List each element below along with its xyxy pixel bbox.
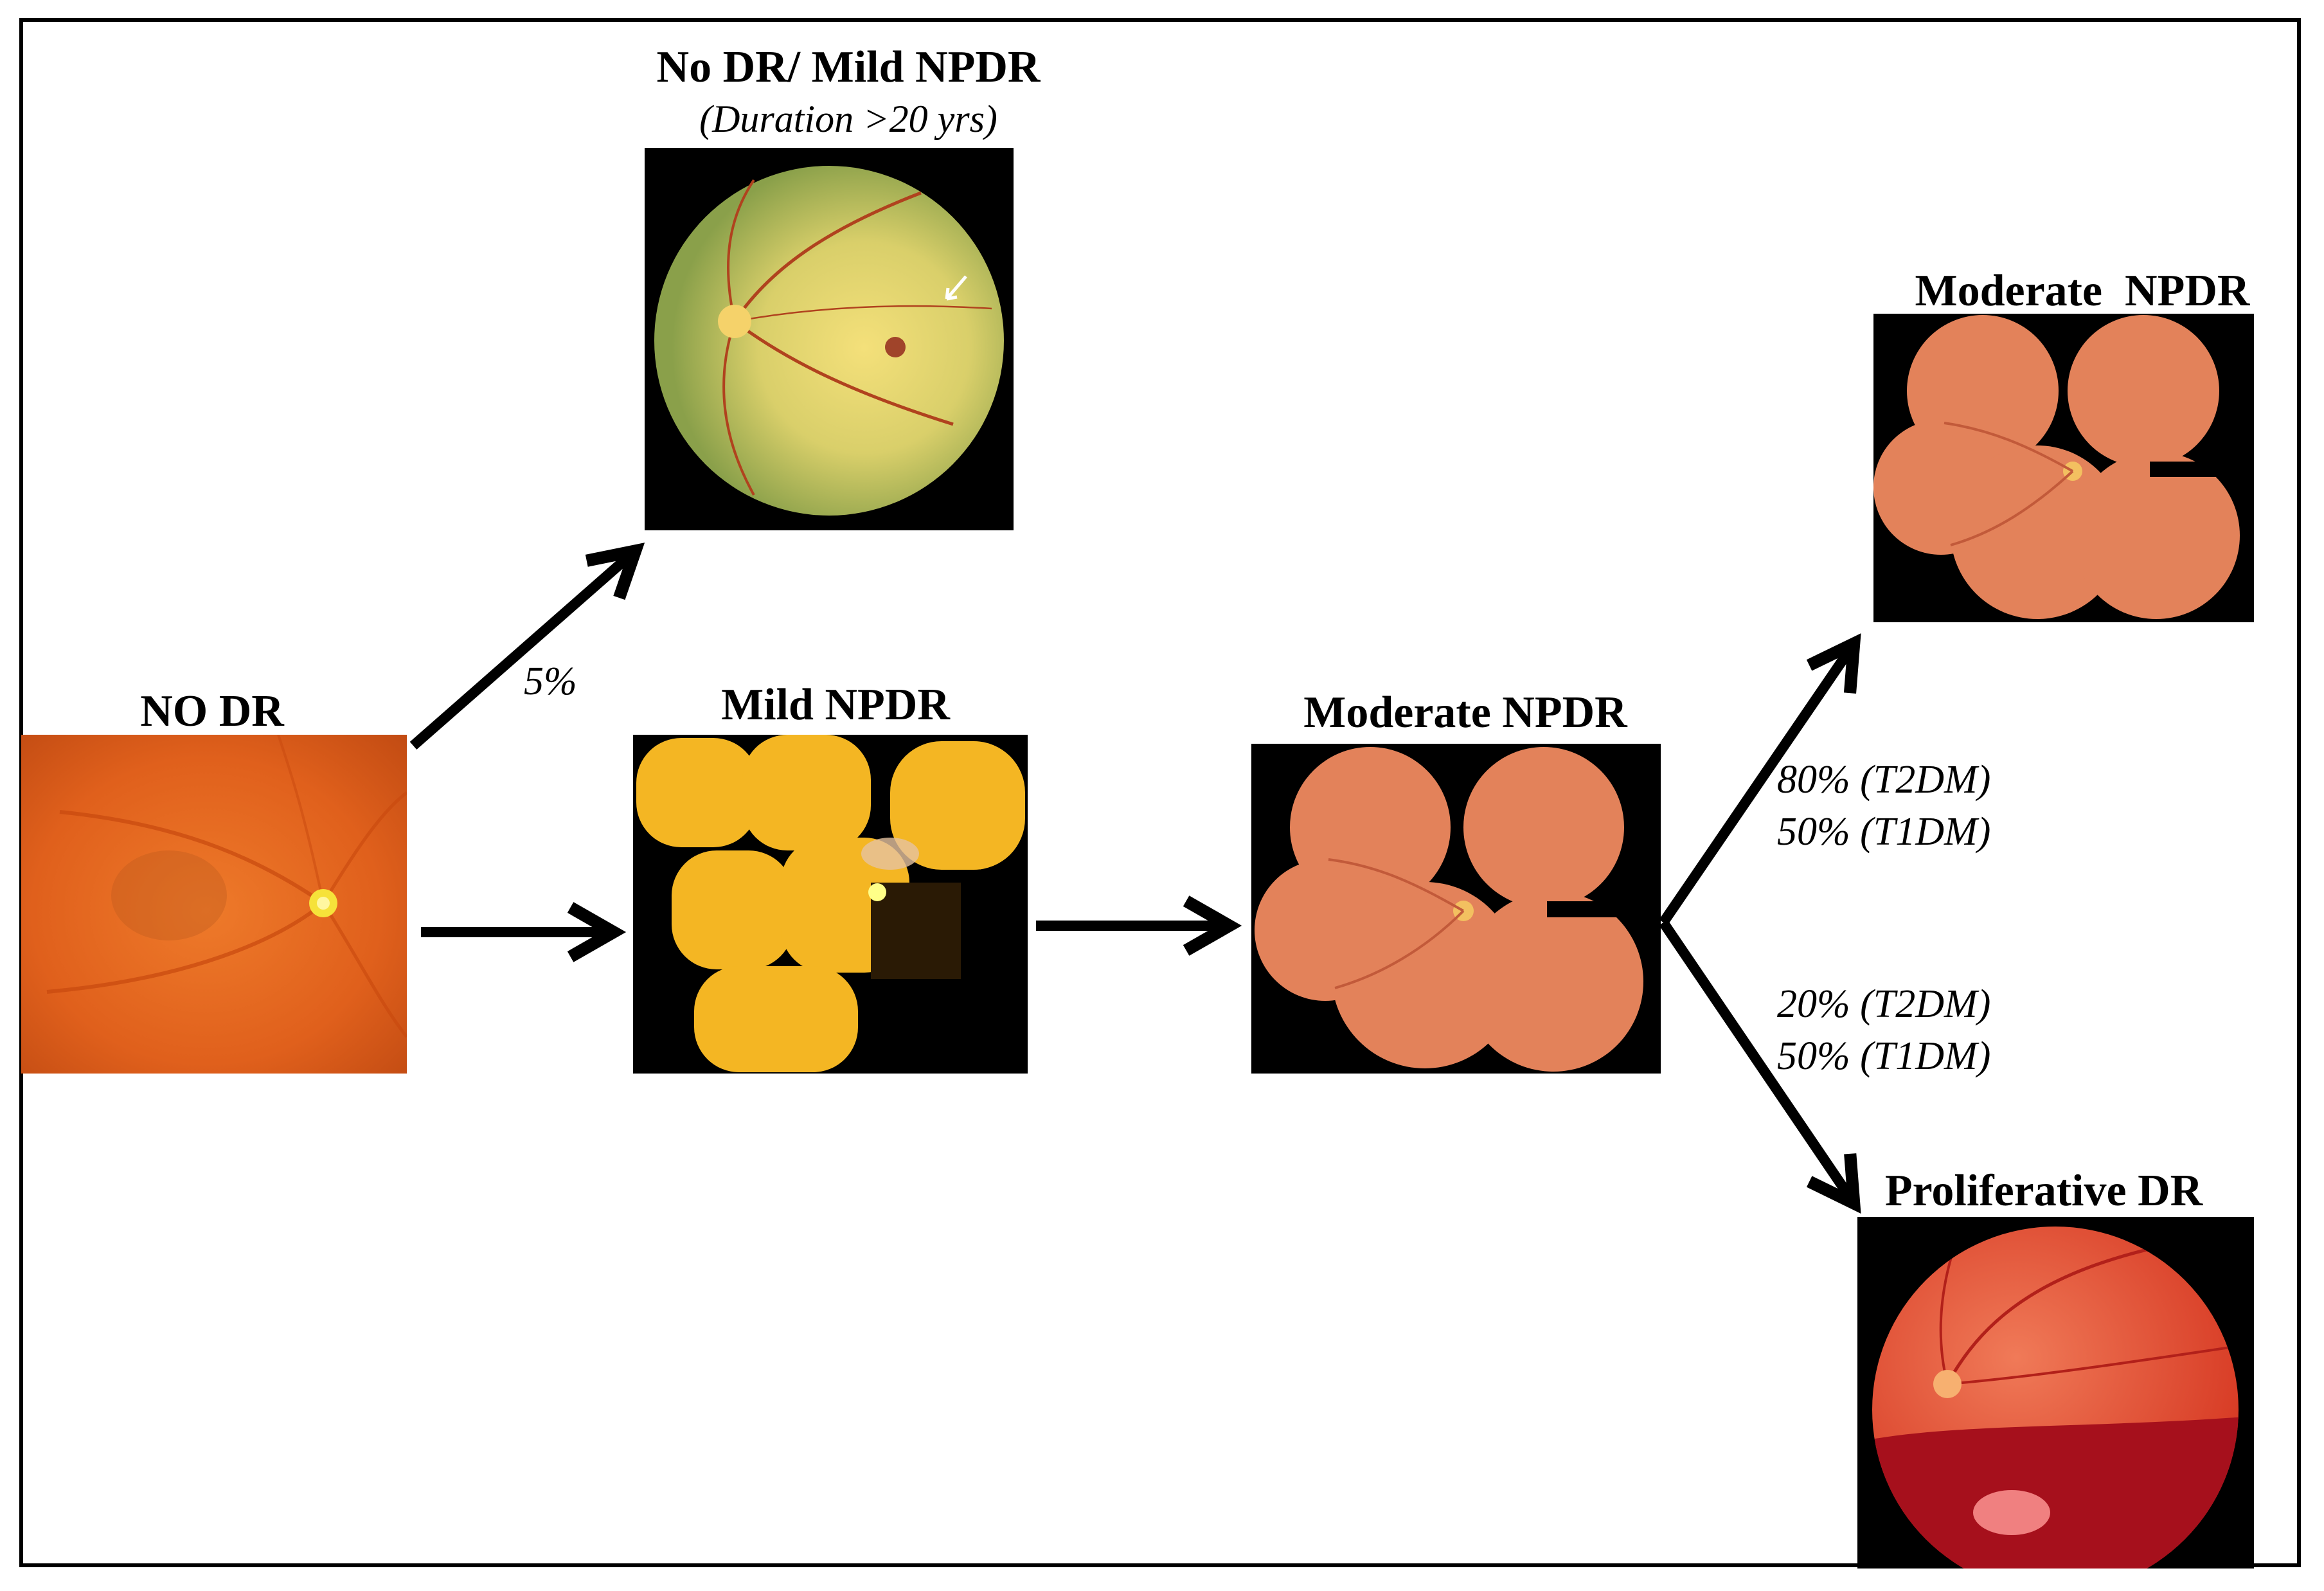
title-moderate-npdr-top: Moderate NPDR	[1915, 266, 2250, 316]
label-50-t1dm-upper: 50% (T1DM)	[1777, 809, 1991, 854]
fundus-image-long-duration	[645, 148, 1014, 530]
label-5-percent: 5%	[524, 660, 577, 703]
fundus-image-mild-npdr	[633, 735, 1028, 1074]
fundus-image-no-dr	[21, 735, 407, 1074]
title-no-dr: NO DR	[140, 687, 284, 736]
label-progression-lower: 20% (T2DM) 50% (T1DM)	[1777, 978, 1990, 1082]
title-proliferative-dr: Proliferative DR	[1884, 1166, 2203, 1216]
label-20-t2dm: 20% (T2DM)	[1777, 982, 1991, 1026]
fundus-image-proliferative-dr	[1857, 1217, 2254, 1569]
fundus-image-moderate-npdr-center	[1251, 744, 1661, 1074]
label-progression-upper: 80% (T2DM) 50% (T1DM)	[1777, 754, 1990, 858]
title-moderate-npdr-center: Moderate NPDR	[1303, 688, 1627, 737]
fundus-image-moderate-npdr-top	[1873, 314, 2254, 622]
title-mild-npdr: Mild NPDR	[721, 680, 950, 730]
label-80-t2dm: 80% (T2DM)	[1777, 758, 1991, 802]
subtitle-duration: (Duration >20 yrs)	[699, 98, 997, 140]
title-no-dr-mild-npdr: No DR/ Mild NPDR	[656, 42, 1041, 92]
label-50-t1dm-lower: 50% (T1DM)	[1777, 1034, 1991, 1078]
